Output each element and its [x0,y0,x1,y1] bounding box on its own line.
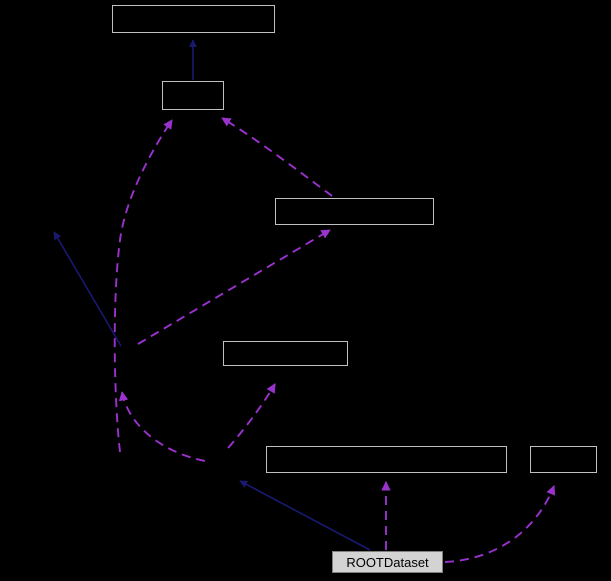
class-node-4[interactable] [223,341,348,366]
edge-usage-hub-to-node3 [137,229,331,345]
class-node-rootdataset-label: ROOTDataset [346,554,429,570]
class-node-2[interactable] [162,81,224,110]
class-node-6[interactable] [530,446,597,473]
edge-inheritance-hub-to-upper-left [53,231,122,347]
class-node-5[interactable] [266,446,507,473]
edge-inheritance-rootdataset-to-midhub [239,480,371,551]
class-node-rootdataset[interactable]: ROOTDataset [332,551,443,573]
class-node-1[interactable] [112,5,275,33]
edge-usage-midhub-to-node4 [227,383,276,449]
edge-usage-node3-to-node2 [221,117,333,197]
class-node-3[interactable] [275,198,434,225]
edge-usage-hub-to-node2 [113,119,173,453]
edge-usage-rootdataset-to-node6 [444,485,556,563]
edge-usage-midhub-to-hub [118,391,206,462]
